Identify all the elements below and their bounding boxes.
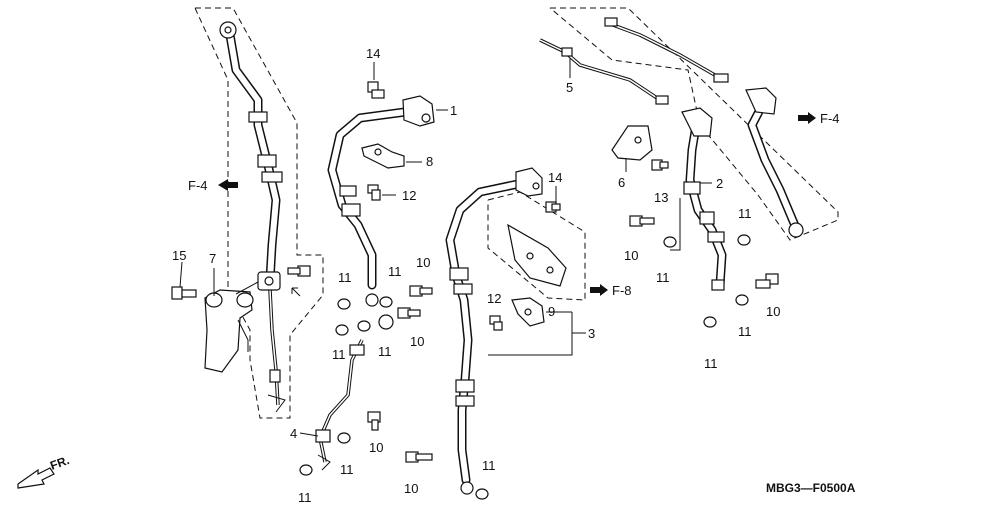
callout-15: 15 (172, 248, 186, 263)
diagram-code: MBG3—F0500A (766, 481, 856, 495)
bolt-10-d (405, 451, 433, 463)
callout-11e: 11 (340, 462, 354, 477)
callout-5: 5 (566, 80, 573, 95)
callout-10b: 10 (410, 334, 424, 349)
ref-f4-right-label: F-4 (820, 111, 840, 126)
ref-f4-left-label: F-4 (188, 178, 208, 193)
callout-2: 2 (716, 176, 723, 191)
bolt-14-center (545, 201, 561, 213)
callout-10c: 10 (369, 440, 383, 455)
callout-labels: 1 2 3 4 5 6 7 8 9 10 10 10 10 10 10 11 1… (172, 46, 780, 505)
callout-10d: 10 (404, 481, 418, 496)
bolt-13 (651, 159, 669, 171)
washer-cluster-right (663, 234, 751, 328)
clamp-9 (511, 297, 545, 327)
callout-10f: 10 (766, 304, 780, 319)
bolt-10-e (629, 215, 655, 227)
ref-f8-label: F-8 (612, 283, 632, 298)
left-hose (219, 21, 286, 413)
ref-arrow-f4-right: F-4 (798, 111, 840, 126)
callout-4: 4 (290, 426, 297, 441)
long-brake-hose-3 (445, 167, 543, 495)
callout-3: 3 (588, 326, 595, 341)
callout-10e: 10 (624, 248, 638, 263)
washer-bottom-center (475, 488, 489, 500)
callout-11k: 11 (704, 356, 718, 371)
washer-cluster-center-left (299, 296, 394, 476)
brake-pipe-4 (315, 339, 365, 471)
callout-6: 6 (618, 175, 625, 190)
callout-10a: 10 (416, 255, 430, 270)
bolt-10-f (755, 273, 779, 289)
callout-14b: 14 (548, 170, 562, 185)
bolt-10-c (367, 411, 381, 431)
leader-lines (299, 58, 712, 437)
bolt-14-upper (367, 81, 385, 99)
bracket-6 (611, 125, 653, 161)
bolt-10-a (409, 285, 433, 297)
callout-11c: 11 (332, 347, 346, 362)
bolt-10-b (397, 307, 421, 319)
master-cylinder-holder (204, 268, 259, 373)
bolt-12-upper (367, 184, 381, 201)
callout-1: 1 (450, 103, 457, 118)
callout-11h: 11 (738, 206, 752, 221)
bolt-12-center (489, 315, 503, 331)
bolt-15 (171, 261, 197, 300)
upper-brake-hose-1 (327, 95, 435, 307)
callout-8: 8 (426, 154, 433, 169)
callout-11i: 11 (656, 270, 670, 285)
brake-pipe-5 (539, 38, 669, 105)
callout-11g: 11 (482, 458, 496, 473)
front-direction-marker: FR. (17, 453, 71, 489)
callout-11f: 11 (298, 490, 312, 505)
front-label: FR. (48, 453, 71, 473)
callout-13: 13 (654, 190, 668, 205)
hose-clamp-8 (361, 143, 405, 169)
callout-9: 9 (548, 304, 555, 319)
callout-11d: 11 (378, 344, 392, 359)
ref-arrow-f4-left: F-4 (188, 178, 238, 193)
brake-hose-2 (681, 107, 727, 291)
left-junction-block (257, 271, 301, 297)
left-assembly-outline (194, 7, 324, 419)
callout-11b: 11 (388, 264, 402, 279)
callout-7: 7 (209, 251, 216, 266)
right-brake-pipe (604, 17, 729, 83)
bolt-left-junction (287, 265, 311, 277)
ref-arrow-f8: F-8 (590, 283, 632, 298)
callout-14a: 14 (366, 46, 380, 61)
right-assembly-outline (549, 7, 839, 241)
callout-12b: 12 (487, 291, 501, 306)
callout-11a: 11 (338, 270, 352, 285)
callout-12a: 12 (402, 188, 416, 203)
right-hose-to-f4 (745, 87, 804, 238)
callout-11j: 11 (738, 324, 752, 339)
hose-bracket (507, 223, 567, 287)
